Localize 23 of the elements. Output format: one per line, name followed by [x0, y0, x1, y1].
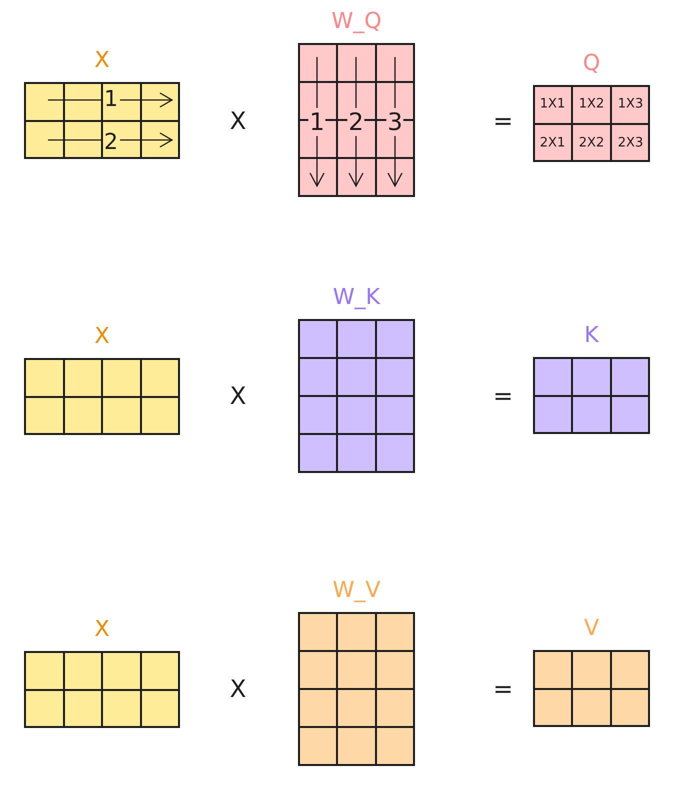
row-number: 2: [103, 131, 119, 155]
cell-value: 2X3: [616, 136, 644, 150]
matrix-label: W_K: [332, 285, 382, 311]
multiply-sign: X: [228, 108, 248, 134]
cell-value: 2X2: [578, 136, 606, 150]
multiply-sign: X: [228, 676, 248, 702]
row-number: 1: [103, 88, 119, 112]
matrix-label: X: [93, 324, 111, 350]
matrix-label: Q: [582, 51, 602, 77]
multiply-sign: X: [228, 383, 248, 409]
matrix-label: V: [582, 616, 600, 642]
equals-sign: =: [492, 676, 514, 702]
matrix-label: W_V: [332, 578, 382, 604]
cell-value: 1X2: [578, 96, 606, 112]
matrix-label: K: [583, 323, 600, 349]
matrix-label: W_Q: [330, 9, 383, 35]
cell-value: 1X3: [616, 96, 644, 112]
equals-sign: =: [492, 383, 514, 409]
cell-value: 2X1: [538, 136, 566, 150]
equals-sign: =: [492, 108, 514, 134]
matrix-label: X: [93, 617, 111, 643]
cell-value: 1X1: [538, 96, 566, 112]
matrix-label: X: [93, 48, 111, 74]
